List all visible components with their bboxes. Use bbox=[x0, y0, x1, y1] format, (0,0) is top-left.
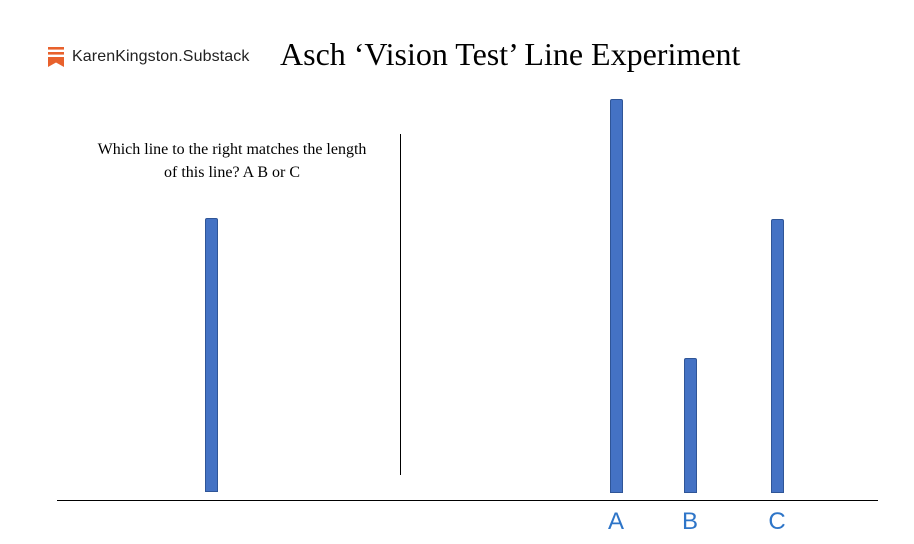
question-text: Which line to the right matches the leng… bbox=[97, 141, 367, 181]
comparison-bar-b bbox=[683, 358, 697, 493]
brand: KarenKingston.Substack bbox=[48, 46, 249, 68]
comparison-bar-c bbox=[770, 219, 784, 493]
brand-name: KarenKingston.Substack bbox=[72, 48, 250, 65]
bar-label-a: A bbox=[607, 508, 624, 535]
baseline bbox=[57, 500, 878, 501]
bar-label-b: B bbox=[681, 508, 698, 535]
bar-label-c: C bbox=[768, 508, 786, 535]
divider-line bbox=[400, 134, 401, 475]
comparison-bar-a bbox=[609, 99, 623, 493]
substack-logo-icon bbox=[48, 47, 64, 67]
reference-line-bar bbox=[205, 218, 218, 492]
page-title: Asch ‘Vision Test’ Line Experiment bbox=[280, 36, 741, 72]
